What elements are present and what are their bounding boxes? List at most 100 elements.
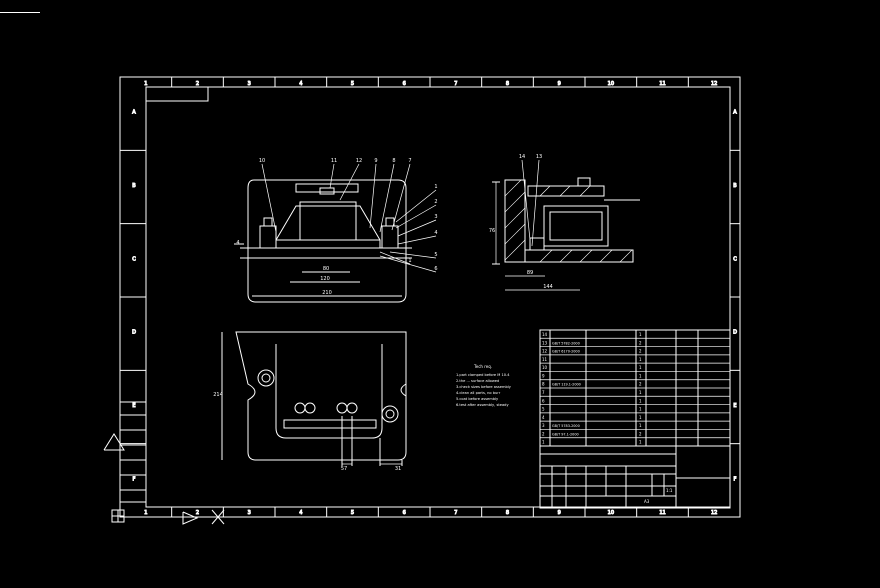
note-line: 3.check sizes before assembly <box>456 385 512 389</box>
bom-qty: 1 <box>639 407 642 412</box>
side-view[interactable] <box>492 177 640 265</box>
top-zone-label: 1 <box>144 81 147 87</box>
part-balloon: 9 <box>374 158 377 164</box>
sheet-size: A3 <box>644 499 650 504</box>
leader-line <box>329 163 335 189</box>
part-balloon: 7 <box>408 158 411 164</box>
bottom-zone-label: 6 <box>403 510 406 516</box>
part-balloon: 4 <box>434 230 437 236</box>
leader-line <box>531 159 540 247</box>
top-zone-label: 11 <box>659 81 665 87</box>
leader-line <box>397 219 437 237</box>
dimension-text: 31 <box>395 466 401 472</box>
leader-line <box>395 204 437 229</box>
bom-no: 10 <box>542 365 548 370</box>
top-zone-label: 9 <box>558 81 561 87</box>
part-balloon: 14 <box>519 154 525 160</box>
bom-qty: 2 <box>639 431 642 436</box>
left-zone-label: B <box>132 183 136 189</box>
dimension-text: 210 <box>322 290 332 296</box>
top-zone-label: 6 <box>403 81 406 87</box>
scale-value: 1:1 <box>666 488 673 493</box>
note-line: 6.test after assembly, steady <box>456 403 509 407</box>
bom-qty: 1 <box>639 390 642 395</box>
bottom-zone-label: 5 <box>351 510 354 516</box>
leader-line <box>379 163 395 233</box>
note-line: 1.part clamped before M 10.4 <box>456 373 510 377</box>
bom-no: 5 <box>542 407 545 412</box>
left-zone-label: F <box>133 476 136 482</box>
bom-qty: 1 <box>639 415 642 420</box>
bom-qty: 1 <box>639 398 642 403</box>
bom-no: 11 <box>542 357 548 362</box>
bom-code: GB/T 5782-2000 <box>552 341 580 345</box>
bottom-zone-label: 9 <box>558 510 561 516</box>
dimension-text: 76 <box>489 228 495 234</box>
dimension-text: 144 <box>543 284 553 290</box>
bom-qty: 2 <box>639 349 642 354</box>
part-balloon: 11 <box>331 158 337 164</box>
top-zone-label: 10 <box>608 81 614 87</box>
left-zone-label: A <box>132 110 136 116</box>
side-view-dimensions: 89 144 76 <box>489 182 580 291</box>
top-view[interactable] <box>221 331 407 466</box>
left-zone-label: E <box>132 403 135 409</box>
title-block[interactable] <box>539 445 731 509</box>
title-block-values: 1:1 A3 <box>644 488 673 504</box>
bom-qty: 1 <box>639 373 642 378</box>
bottom-zone-label: 12 <box>711 510 717 516</box>
bottom-zone-label: 10 <box>608 510 614 516</box>
left-zone-label: D <box>132 330 136 336</box>
dimension-text: 214 <box>213 392 223 398</box>
leader-line <box>379 251 411 265</box>
top-zone-label: 8 <box>506 81 509 87</box>
bom-no: 12 <box>542 349 548 354</box>
leader-line <box>369 163 377 229</box>
bom-no: 7 <box>542 390 545 395</box>
bom-no: 6 <box>542 398 545 403</box>
bottom-zone-label: 8 <box>506 510 509 516</box>
bom-qty: 1 <box>639 332 642 337</box>
bottom-zone-label: 3 <box>248 510 251 516</box>
bom-no: 3 <box>542 423 545 428</box>
dimension-text: 89 <box>527 270 533 276</box>
right-zone-label: B <box>733 183 737 189</box>
front-view[interactable] <box>234 179 412 303</box>
right-zone-label: F <box>734 476 737 482</box>
bom-qty: 1 <box>639 357 642 362</box>
right-zone-label: C <box>733 256 737 262</box>
top-zone-label: 5 <box>351 81 354 87</box>
bom-no: 4 <box>542 415 545 420</box>
bom-no: 14 <box>542 332 548 337</box>
bom-no: 1 <box>542 440 545 445</box>
top-zone-label: 12 <box>711 81 717 87</box>
bom-row: 14 1 <box>542 332 642 337</box>
technical-notes[interactable]: Tech req. 1.part clamped before M 10.42.… <box>456 364 512 407</box>
top-zone-label: 3 <box>248 81 251 87</box>
dimension-text: 120 <box>320 276 330 282</box>
right-zone-label: E <box>733 403 736 409</box>
bom-qty: 1 <box>639 440 642 445</box>
note-line: 5.coat before assembly <box>456 397 499 401</box>
dimension-text: 80 <box>323 266 329 272</box>
bom-qty: 1 <box>639 423 642 428</box>
leader-line <box>395 189 437 223</box>
right-zone-label: A <box>733 110 737 116</box>
part-balloon: 1 <box>434 184 437 190</box>
part-balloon: 12 <box>356 158 362 164</box>
side-view-hatch <box>504 179 633 263</box>
part-balloon: 13 <box>536 154 542 160</box>
left-zone-label: C <box>132 256 136 262</box>
part-balloon: 10 <box>259 158 265 164</box>
sheet-frame <box>119 76 741 518</box>
